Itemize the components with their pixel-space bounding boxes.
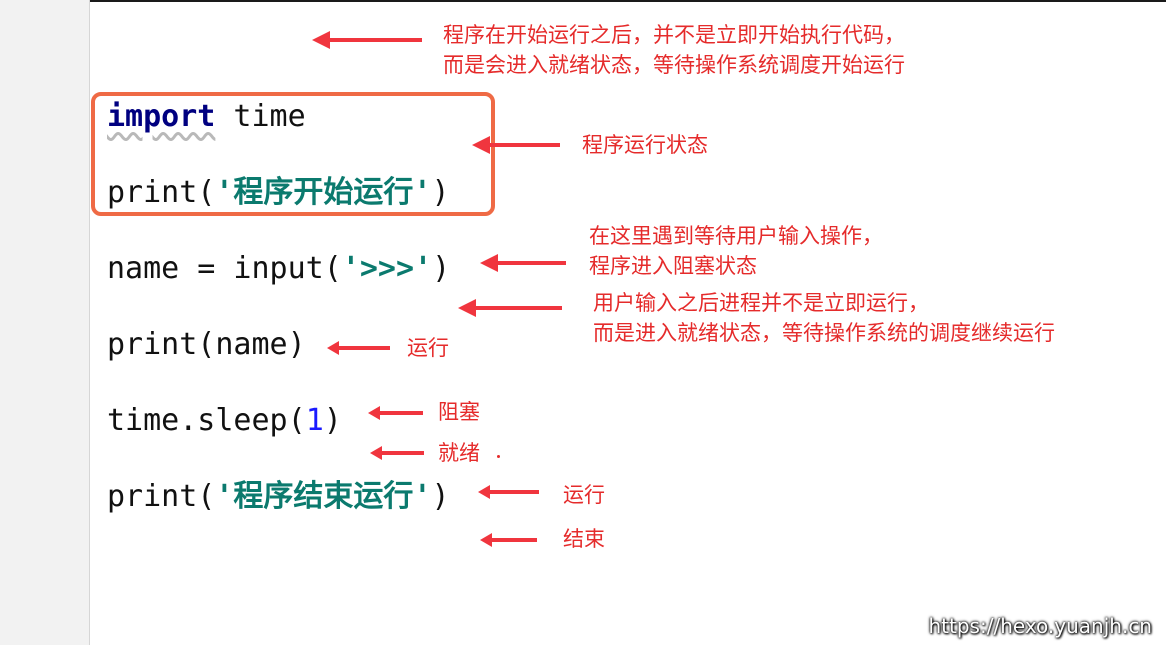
input-call: name = input( bbox=[107, 251, 342, 286]
string-literal: '>>>' bbox=[341, 251, 433, 286]
arrow-left-icon bbox=[368, 406, 423, 420]
code-line-print-name[interactable]: print(name) bbox=[107, 325, 306, 365]
close-paren: ) bbox=[431, 479, 450, 514]
editor-top-border bbox=[90, 0, 1166, 5]
annotation-blocked-input: 在这里遇到等待用户输入操作， 程序进入阻塞状态 bbox=[589, 221, 883, 281]
code-line-print-end[interactable]: print('程序结束运行') bbox=[107, 477, 450, 517]
arrow-left-icon bbox=[370, 446, 424, 460]
arrow-left-icon bbox=[458, 299, 562, 317]
close-paren: ) bbox=[432, 251, 451, 286]
string-literal: '程序结束运行' bbox=[215, 479, 432, 514]
annotation-line: 用户输入之后进程并不是立即运行， bbox=[593, 291, 929, 315]
annotation-line: 在这里遇到等待用户输入操作， bbox=[589, 224, 883, 248]
arrow-left-icon bbox=[480, 254, 566, 272]
close-paren: ) bbox=[323, 403, 342, 438]
sleep-call: time.sleep( bbox=[107, 403, 306, 438]
code-line-print-start[interactable]: print('程序开始运行') bbox=[107, 173, 450, 213]
stray-dot bbox=[497, 455, 500, 458]
code-line-sleep[interactable]: time.sleep(1) bbox=[107, 401, 342, 441]
code-line-input[interactable]: name = input('>>>') bbox=[107, 249, 450, 289]
annotation-line: 而是会进入就绪状态，等待操作系统调度开始运行 bbox=[443, 53, 905, 77]
annotation-blocked: 阻塞 bbox=[438, 400, 480, 424]
annotation-end: 结束 bbox=[563, 527, 605, 551]
module-name: time bbox=[215, 99, 306, 134]
arrow-left-icon bbox=[478, 485, 539, 499]
annotation-line: 而是进入就绪状态，等待操作系统的调度继续运行 bbox=[593, 321, 1055, 345]
keyword-import: import bbox=[107, 99, 216, 134]
running-state-highlight-box bbox=[91, 92, 495, 216]
arrow-left-icon bbox=[327, 341, 390, 355]
arrow-left-icon bbox=[472, 136, 560, 154]
arrow-left-icon bbox=[480, 533, 537, 547]
number-literal: 1 bbox=[305, 403, 324, 438]
watermark-url: https://hexo.yuanjh.cn bbox=[928, 614, 1153, 638]
annotation-run-2: 运行 bbox=[563, 483, 605, 507]
annotation-ready-after-input: 用户输入之后进程并不是立即运行， 而是进入就绪状态，等待操作系统的调度继续运行 bbox=[593, 288, 1055, 348]
code-line-import[interactable]: import time bbox=[107, 97, 306, 137]
annotation-line: 程序进入阻塞状态 bbox=[589, 254, 757, 278]
print-call: print( bbox=[107, 479, 216, 514]
annotation-running-state: 程序运行状态 bbox=[582, 133, 708, 157]
arrow-left-icon bbox=[312, 31, 422, 49]
string-literal: '程序开始运行' bbox=[215, 175, 432, 210]
annotation-run-1: 运行 bbox=[407, 336, 449, 360]
print-call: print( bbox=[107, 175, 216, 210]
annotation-ready: 就绪 bbox=[438, 441, 480, 465]
editor-gutter bbox=[0, 0, 90, 645]
print-call: print(name) bbox=[107, 327, 306, 362]
close-paren: ) bbox=[431, 175, 450, 210]
annotation-line: 程序在开始运行之后，并不是立即开始执行代码， bbox=[443, 23, 905, 47]
annotation-startup-ready: 程序在开始运行之后，并不是立即开始执行代码， 而是会进入就绪状态，等待操作系统调… bbox=[443, 20, 905, 80]
